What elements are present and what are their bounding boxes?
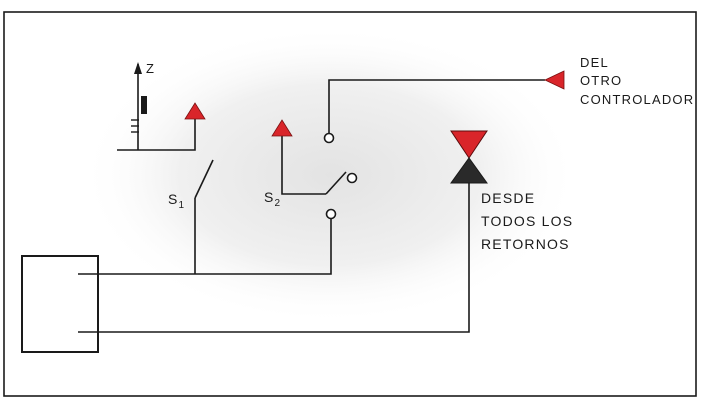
s2-contact-mid [346, 172, 358, 184]
desde-label-line3: RETORNOS [481, 236, 570, 252]
outer-frame [3, 11, 697, 397]
s2-label: S2 [264, 189, 281, 209]
wire-lower [78, 182, 470, 333]
spring-actuator-icon [141, 96, 147, 114]
wire-upper [78, 218, 332, 275]
background-shading [80, 25, 580, 325]
red-arrow-icon-3 [544, 70, 565, 90]
del-label-line1: DEL [580, 55, 609, 70]
valve-upper-triangle[interactable] [450, 130, 488, 159]
s2-contact-top [323, 132, 335, 144]
controller-box[interactable] [21, 255, 99, 353]
s2-contact-bottom [325, 208, 337, 220]
actuator-arrow-icon [134, 62, 142, 74]
del-label-line2: OTRO [580, 73, 622, 88]
desde-label-line2: TODOS LOS [481, 213, 573, 229]
upper-feed-line [328, 79, 545, 133]
z-label: Z [146, 61, 155, 76]
del-label-line3: CONTROLADOR [580, 92, 694, 107]
s1-blade[interactable] [194, 159, 214, 199]
actuator-base-line [117, 117, 196, 151]
s2-frame-line [281, 136, 326, 195]
three-way-valve-icon[interactable] [450, 157, 488, 184]
red-arrow-icon-2 [271, 119, 293, 137]
desde-label-line1: DESDE [481, 190, 535, 206]
s2-blade[interactable] [325, 171, 347, 195]
red-arrow-icon-1 [184, 102, 206, 120]
s1-label: S1 [168, 191, 185, 211]
